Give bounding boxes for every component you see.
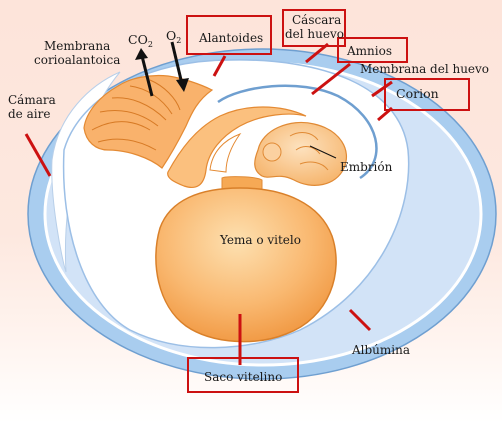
leader-lines	[24, 42, 393, 365]
label-camara-line1: Cámara	[8, 93, 56, 107]
embryo-head	[262, 142, 282, 162]
label-yema: Yema o vitelo	[219, 233, 301, 247]
allantois-stalk	[167, 106, 307, 189]
label-o2: O2	[166, 28, 181, 45]
label-membrana-line2: corioalantoica	[34, 53, 120, 67]
amnion	[217, 84, 378, 180]
highlight-boxes	[186, 9, 470, 393]
allantois-cavity	[209, 132, 242, 173]
saco-box	[187, 357, 299, 393]
label-membrana-huevo: Membrana del huevo	[360, 62, 489, 76]
label-corion: Corion	[396, 86, 439, 101]
co2-arrow	[140, 55, 154, 97]
label-membrana-line1: Membrana	[44, 39, 110, 53]
label-alantoides: Alantoides	[198, 31, 263, 45]
label-albumina: Albúmina	[351, 343, 410, 357]
alantoides-box	[186, 15, 272, 55]
label-cascara-line2: del huevo	[285, 27, 344, 41]
cascara-box	[282, 9, 346, 47]
embrion-leader	[309, 145, 337, 159]
corion-box	[384, 78, 470, 111]
chorioallantoic-membrane	[83, 74, 214, 169]
yolk	[155, 187, 337, 343]
embryo	[254, 121, 348, 186]
o2-arrow	[170, 41, 184, 85]
label-cascara-line1: Cáscara	[292, 13, 341, 27]
amnios-box	[337, 37, 408, 63]
embryo-folds	[289, 132, 329, 171]
label-embrion: Embrión	[340, 160, 393, 174]
membrane-vessels	[91, 79, 181, 151]
co2-arrowhead	[135, 48, 148, 60]
label-amnios: Amnios	[346, 44, 392, 58]
label-co2: CO2	[128, 32, 153, 49]
o2-arrowhead	[176, 78, 189, 92]
label-saco: Saco vitelino	[204, 370, 282, 384]
label-camara-line2: de aire	[8, 107, 50, 121]
